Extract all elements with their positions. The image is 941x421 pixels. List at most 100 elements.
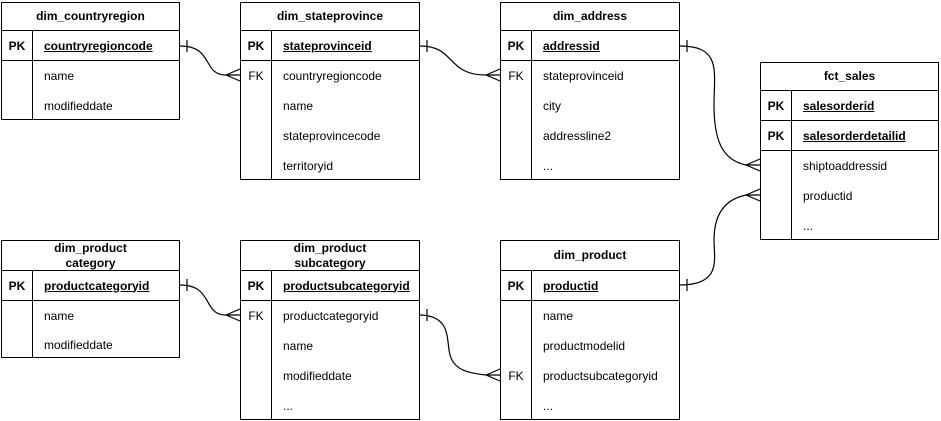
table-title: dim_countryregion — [2, 3, 179, 31]
field-row[interactable]: FK countryregioncode — [241, 61, 419, 91]
key-label: PK — [8, 38, 26, 53]
table-title: dim_stateprovince — [241, 3, 419, 31]
key-label: FK — [248, 309, 264, 323]
edge-line[interactable] — [179, 284, 227, 316]
field-row[interactable]: shiptoaddressid — [761, 151, 938, 181]
field-name: addressline2 — [543, 129, 612, 143]
field-row[interactable]: PK salesorderid — [761, 91, 938, 121]
edge-line[interactable] — [179, 45, 227, 76]
edge-line[interactable] — [419, 314, 487, 376]
key-label: PK — [767, 128, 785, 143]
key-column-divider — [32, 31, 33, 119]
edge-stateprovince-address[interactable] — [419, 40, 501, 82]
field-row[interactable]: name — [2, 301, 179, 330]
field-row[interactable]: ... — [761, 211, 938, 239]
table-dim-product-category[interactable]: dim_product category PK productcategoryi… — [1, 240, 180, 358]
table-dim-product[interactable]: dim_product PK productid name productmod… — [500, 240, 680, 420]
field-name: name — [283, 339, 314, 353]
field-name: modifieddate — [44, 337, 113, 352]
many-cardinality-crowfoot — [745, 158, 761, 172]
field-name: name — [44, 69, 75, 83]
edge-line[interactable] — [419, 45, 487, 76]
table-title: dim_product — [501, 241, 679, 271]
field-row[interactable]: addressline2 — [501, 121, 679, 151]
field-row[interactable]: PK productsubcategoryid — [241, 271, 419, 301]
table-dim-product-subcategory[interactable]: dim_product subcategory PK productsubcat… — [240, 240, 420, 420]
field-row[interactable]: name — [241, 331, 419, 361]
key-column-divider — [531, 31, 532, 179]
edge-category-subcategory[interactable] — [179, 279, 241, 322]
key-label: PK — [507, 278, 525, 293]
table-fields: PK productsubcategoryid FK productcatego… — [241, 271, 419, 419]
table-title: dim_address — [501, 3, 679, 31]
many-cardinality-crowfoot — [485, 68, 501, 82]
field-row[interactable]: territoryid — [241, 151, 419, 179]
edge-line[interactable] — [679, 194, 747, 286]
field-row[interactable]: productmodelid — [501, 331, 679, 361]
key-label: FK — [248, 69, 264, 83]
field-row[interactable]: ... — [501, 151, 679, 179]
table-dim-countryregion[interactable]: dim_countryregion PK countryregioncode n… — [1, 2, 180, 120]
field-name: productcategoryid — [283, 309, 379, 323]
field-row[interactable]: productid — [761, 181, 938, 211]
edge-countryregion-stateprovince[interactable] — [179, 40, 241, 82]
field-row[interactable]: modifieddate — [2, 91, 179, 119]
table-title: dim_product category — [2, 241, 179, 271]
table-fct-sales[interactable]: fct_sales PK salesorderid PK salesorderd… — [760, 62, 939, 240]
table-title: fct_sales — [761, 63, 938, 91]
field-name: productid — [803, 189, 853, 203]
table-fields: PK salesorderid PK salesorderdetailid sh… — [761, 91, 938, 239]
field-name: ... — [803, 219, 814, 233]
field-row[interactable]: name — [2, 61, 179, 91]
field-row[interactable]: PK addressid — [501, 31, 679, 61]
key-label: PK — [507, 38, 525, 53]
key-label: PK — [247, 278, 265, 293]
edge-subcategory-product[interactable] — [419, 309, 501, 382]
field-row[interactable]: modifieddate — [2, 330, 179, 357]
field-name: name — [44, 308, 75, 323]
table-fields: PK addressid FK stateprovinceid city add… — [501, 31, 679, 179]
field-row[interactable]: ... — [241, 391, 419, 419]
field-row[interactable]: PK productid — [501, 271, 679, 301]
field-row[interactable]: modifieddate — [241, 361, 419, 391]
field-name: productsubcategoryid — [543, 369, 658, 383]
field-name: countryregioncode — [283, 69, 382, 83]
key-column-divider — [791, 91, 792, 239]
field-name: ... — [543, 159, 554, 173]
field-row[interactable]: name — [241, 91, 419, 121]
key-label: PK — [767, 98, 785, 113]
field-row[interactable]: PK countryregioncode — [2, 31, 179, 61]
field-name: salesorderid — [803, 98, 875, 113]
field-name: name — [283, 99, 314, 113]
table-title: dim_product subcategory — [241, 241, 419, 271]
table-dim-address[interactable]: dim_address PK addressid FK stateprovinc… — [500, 2, 680, 180]
many-cardinality-crowfoot — [485, 368, 501, 382]
many-cardinality-crowfoot — [745, 188, 761, 202]
field-row[interactable]: FK productcategoryid — [241, 301, 419, 331]
field-name: productid — [543, 278, 599, 293]
field-row[interactable]: name — [501, 301, 679, 331]
field-name: territoryid — [283, 159, 334, 173]
field-row[interactable]: ... — [501, 391, 679, 419]
edge-line[interactable] — [679, 45, 747, 166]
key-label: FK — [508, 369, 524, 383]
field-row[interactable]: FK productsubcategoryid — [501, 361, 679, 391]
field-name: productmodelid — [543, 339, 626, 353]
field-row[interactable]: PK salesorderdetailid — [761, 121, 938, 151]
field-row[interactable]: stateprovincecode — [241, 121, 419, 151]
key-label: PK — [8, 278, 26, 293]
field-row[interactable]: PK stateprovinceid — [241, 31, 419, 61]
field-name: name — [543, 309, 574, 323]
table-dim-stateprovince[interactable]: dim_stateprovince PK stateprovinceid FK … — [240, 2, 420, 180]
field-row[interactable]: PK productcategoryid — [2, 271, 179, 301]
table-fields: PK stateprovinceid FK countryregioncode … — [241, 31, 419, 179]
table-fields: PK productcategoryid name modifieddate — [2, 271, 179, 357]
field-name: stateprovinceid — [543, 69, 624, 83]
field-row[interactable]: FK stateprovinceid — [501, 61, 679, 91]
edge-address-fctsales[interactable] — [679, 40, 761, 172]
field-name: stateprovincecode — [283, 129, 381, 143]
field-row[interactable]: city — [501, 91, 679, 121]
edge-product-fctsales[interactable] — [679, 188, 761, 291]
